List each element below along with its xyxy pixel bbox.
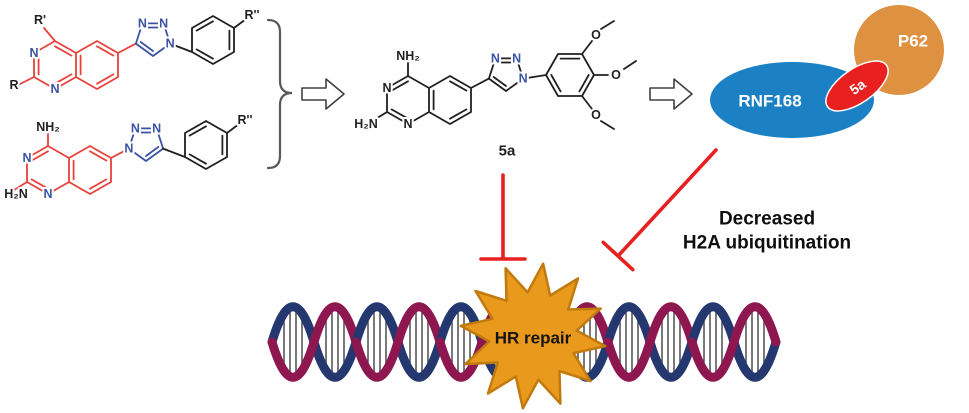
amine-nh2-label: NH₂ (36, 120, 60, 134)
annotation-line2: H2A ubiquitination (683, 233, 851, 254)
triazole-n-atom: N (138, 16, 147, 30)
methoxy-o-atom: O (611, 68, 621, 82)
triazole-n-atom: N (152, 121, 161, 135)
compound-5a-label: 5a (499, 143, 516, 160)
annotation-decreased-ubiquitination: Decreased H2A ubiquitination (683, 209, 851, 254)
triazole-n-atom: N (519, 72, 528, 86)
dna-helix-segment (356, 307, 440, 378)
dna-helix-segment (272, 307, 356, 378)
curly-brace (266, 18, 293, 170)
hr-repair-label: HR repair (495, 329, 572, 348)
ring-n-atom: N (29, 46, 38, 60)
ring-n-atom: N (22, 151, 31, 165)
hr-repair-star: HR repair (459, 262, 607, 410)
rnf168-label: RNF168 (738, 92, 801, 111)
ring-n-atom: N (50, 82, 59, 96)
quinazoline-skeleton (19, 27, 137, 90)
triazole-skeleton (128, 127, 164, 162)
amine-h2n-label: H₂N (354, 117, 378, 131)
triazole-n-atom: N (491, 51, 500, 65)
amine-h2n-label: H₂N (4, 187, 28, 201)
compound-5a-bound: 5a (825, 60, 889, 112)
ring-n-atom: N (382, 81, 391, 95)
dna-helix-segment (692, 307, 776, 378)
ring-n-atom: N (403, 117, 412, 131)
protein-complex: 5a P62 RNF168 (710, 5, 944, 138)
phenyl-skeleton (169, 15, 247, 65)
methoxy-o-atom: O (591, 108, 601, 122)
annotation-line1: Decreased (719, 209, 815, 230)
inhibition-bar-from-5a (479, 173, 527, 261)
substituent-r-doubleprime-label: R'' (245, 8, 260, 22)
substituent-r-prime-label: R' (34, 13, 46, 27)
compound-5a-skeleton (373, 20, 637, 130)
ring-n-atom: N (43, 187, 52, 201)
triazole-n-atom: N (166, 37, 175, 51)
inhibition-bar-from-complex (601, 148, 718, 272)
rnf168-protein (710, 62, 874, 138)
compound-5a-structure: NH₂ H₂N N N N N N O O O 5a (352, 20, 637, 160)
generic-structure-bottom: NH₂ H₂N R'' N N N N N (2, 111, 254, 203)
substituent-r-doubleprime-label: R'' (238, 113, 253, 127)
triazole-n-atom: N (124, 142, 133, 156)
amine-nh2-label: NH₂ (396, 49, 420, 63)
triazole-n-atom: N (131, 121, 140, 135)
triazole-n-atom: N (159, 16, 168, 30)
generic-structure-top: R' R R'' N N N N N (7, 6, 261, 98)
p62-label: P62 (898, 32, 928, 51)
triazole-n-atom: N (512, 51, 521, 65)
open-arrow-left (301, 78, 345, 110)
starburst-shape (459, 262, 607, 410)
triazole-skeleton (135, 22, 171, 57)
methoxy-o-atom: O (591, 28, 601, 42)
phenyl-skeleton (162, 120, 240, 170)
quinazoline-skeleton (13, 133, 130, 195)
substituent-r-label: R (9, 78, 18, 92)
open-arrow-right (649, 78, 693, 110)
dna-helix-segment (608, 307, 692, 378)
compound-5a-ellipse (825, 60, 889, 112)
